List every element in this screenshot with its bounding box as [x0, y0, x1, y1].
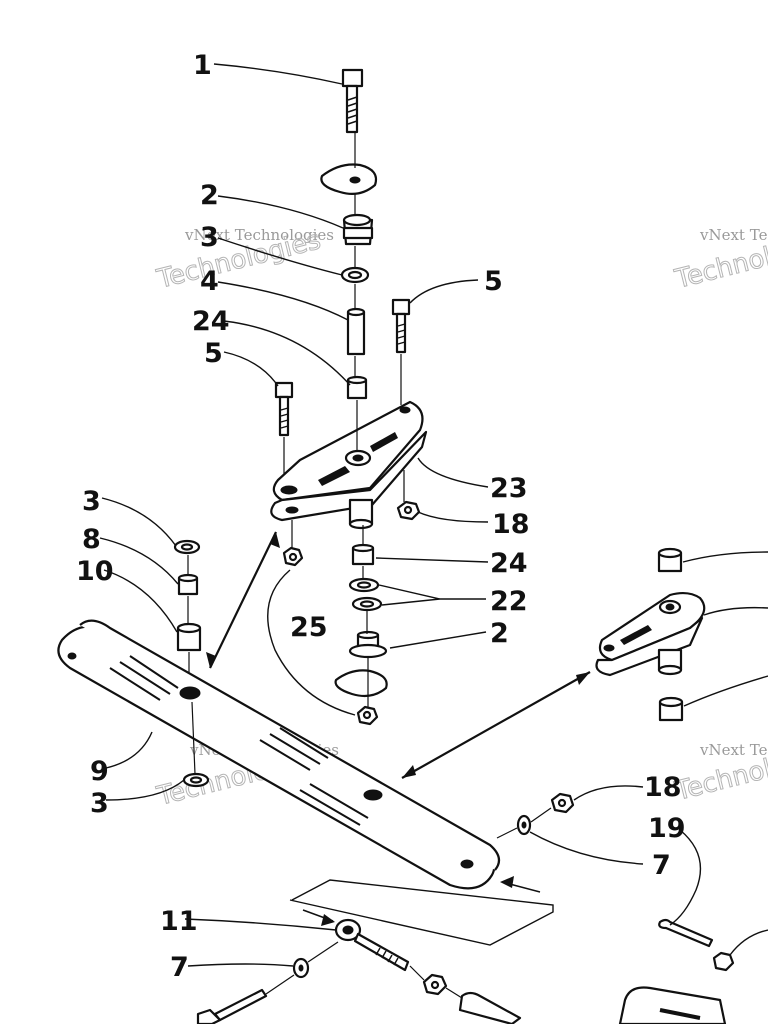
washer-3	[340, 266, 370, 284]
watermark-text: vNext Technologies	[699, 741, 768, 759]
callout-18: 18	[492, 509, 530, 540]
callout-24: 24	[490, 548, 528, 579]
arrow-to-rod-end	[302, 909, 335, 926]
arrow-to-arm-end	[500, 876, 541, 893]
callout-5: 5	[204, 338, 223, 369]
callout-3: 3	[90, 788, 109, 819]
callout-2: 2	[200, 180, 219, 211]
washer-3-bottom	[182, 772, 210, 788]
arrow-bracket-to-arm	[206, 531, 280, 669]
callout-5: 5	[484, 266, 503, 297]
pin-19	[658, 918, 714, 948]
callout-23: 23	[490, 473, 528, 504]
plate-washer	[320, 163, 378, 195]
bushing-10	[176, 622, 202, 652]
callout-3: 3	[200, 222, 219, 253]
bolt-5-left	[274, 381, 294, 437]
bracket-23	[270, 400, 428, 530]
bolt-bottom	[196, 988, 268, 1024]
bushing-right-bottom	[658, 696, 684, 722]
callout-7: 7	[652, 850, 671, 881]
callout-7: 7	[170, 952, 189, 983]
nut-25-lower	[356, 705, 379, 726]
frame-outline	[289, 879, 554, 946]
nut-8	[177, 573, 199, 596]
washer-7-bottom	[292, 957, 310, 979]
nut-right-bottom	[712, 951, 735, 972]
callout-22: 22	[490, 586, 528, 617]
sleeve-4	[346, 307, 366, 356]
washer-22b	[351, 596, 383, 612]
bushing-right-top	[657, 547, 683, 573]
bolt-1	[341, 68, 364, 134]
callout-1: 1	[193, 50, 212, 81]
washer-3-left	[173, 539, 201, 555]
part-right-bottom	[618, 986, 727, 1024]
bushing-24-lower	[351, 543, 375, 566]
callout-8: 8	[82, 524, 101, 555]
bracket-right	[595, 591, 706, 677]
washer-22a	[348, 577, 380, 593]
callout-25: 25	[290, 612, 328, 643]
callout-11: 11	[160, 906, 198, 937]
callout-3: 3	[82, 486, 101, 517]
leader-lines	[99, 63, 768, 967]
washer-7-right	[516, 814, 532, 836]
rod-end-11	[334, 918, 410, 972]
arrow-arm-to-right-bracket	[401, 671, 591, 779]
callout-24: 24	[192, 306, 230, 337]
callout-9: 9	[90, 756, 109, 787]
callout-2: 2	[490, 618, 509, 649]
watermark-text: vNext Technologies	[699, 226, 768, 244]
callout-labels: 1 2 3 4 24 5 5 23 18 3 8 10 24 22 25 2 9…	[76, 50, 686, 983]
nut-2-lower	[348, 630, 388, 659]
callout-4: 4	[200, 266, 219, 297]
nut-2	[342, 213, 374, 246]
nut-bottom	[422, 973, 448, 996]
bolt-5-right	[391, 298, 411, 354]
nut-18-upper	[396, 500, 421, 521]
callout-19: 19	[648, 813, 686, 844]
callout-18: 18	[644, 772, 682, 803]
spacer-bottom	[458, 991, 522, 1024]
bushing-24-upper	[346, 375, 368, 400]
callout-10: 10	[76, 556, 114, 587]
nut-18-lower	[550, 792, 575, 814]
nut-25-upper	[282, 546, 304, 567]
arm-9	[57, 619, 501, 890]
plate-washer-lower	[334, 669, 388, 698]
